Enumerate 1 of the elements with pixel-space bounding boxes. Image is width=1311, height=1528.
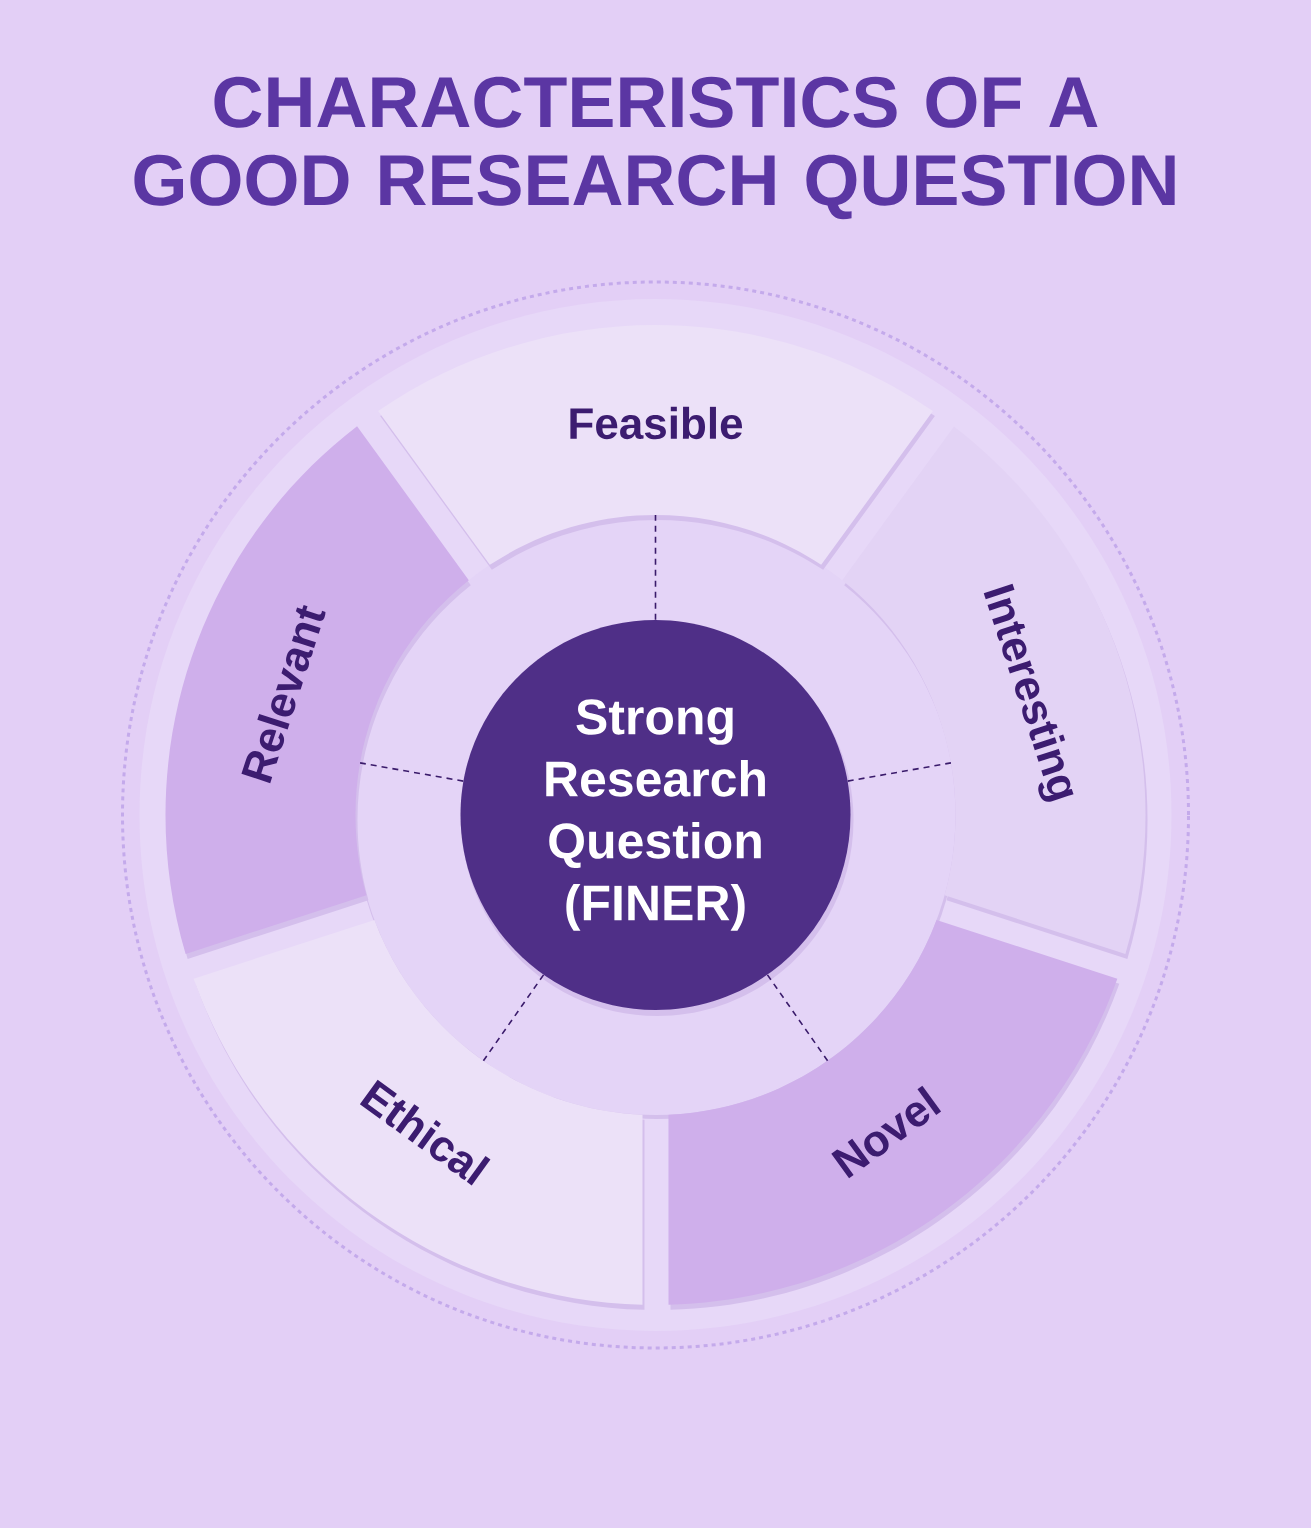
- title: CHARACTERISTICS OF A GOOD RESEARCH QUESTION: [134, 76, 1175, 220]
